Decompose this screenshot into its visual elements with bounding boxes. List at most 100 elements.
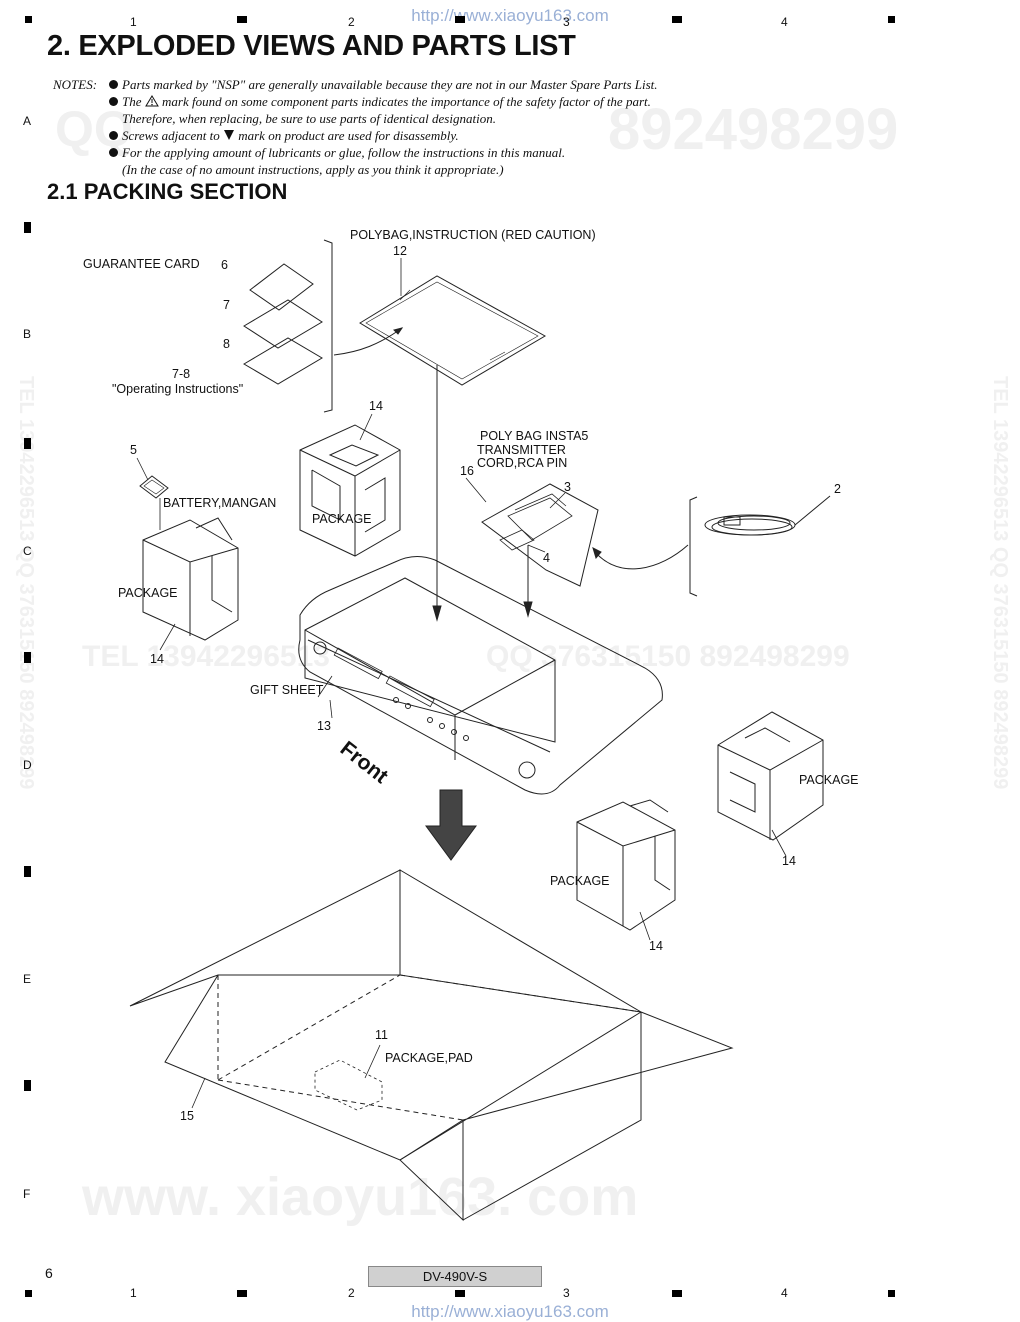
bullet-icon (109, 80, 118, 89)
bracket (689, 496, 698, 597)
label-part-14: 14 (649, 939, 663, 953)
column-number: 3 (563, 1286, 570, 1300)
column-number: 1 (130, 15, 137, 29)
label-package: PACKAGE (799, 773, 859, 787)
label-guarantee-card: GUARANTEE CARD (83, 257, 200, 271)
note-text: mark on product are used for disassembly… (238, 128, 459, 143)
registration-mark (25, 1290, 32, 1297)
label-part-14: 14 (150, 652, 164, 666)
row-letter: E (23, 972, 32, 986)
row-letter: B (23, 327, 32, 341)
model-badge: DV-490V-S (368, 1266, 542, 1287)
note-line: (In the case of no amount instructions, … (109, 161, 504, 178)
poly-bag-transmitter (481, 483, 599, 587)
footer-url[interactable]: http://www.xiaoyu163.com (411, 1302, 609, 1321)
notes-label: NOTES: (53, 77, 98, 92)
bracket (323, 239, 333, 413)
foam-package-mid (576, 799, 676, 931)
column-number: 4 (781, 1286, 788, 1300)
registration-mark (455, 16, 465, 23)
note-text: For the applying amount of lubricants or… (122, 145, 566, 160)
note-line: Screws adjacent to mark on product are u… (109, 127, 459, 144)
column-number: 2 (348, 1286, 355, 1300)
label-gift-sheet: GIFT SHEET (250, 683, 324, 697)
row-letter: F (23, 1187, 31, 1201)
note-line: The mark found on some component parts i… (109, 93, 651, 110)
battery (139, 475, 169, 499)
note-line: Therefore, when replacing, be sure to us… (109, 110, 496, 127)
row-letter: A (23, 114, 32, 128)
registration-mark (672, 1290, 682, 1297)
curved-arrow (594, 544, 689, 570)
note-text: Parts marked by "NSP" are generally unav… (122, 77, 658, 92)
watermark-qq: QQ (55, 101, 133, 157)
bullet-icon (109, 97, 118, 106)
label-part-12: 12 (393, 244, 407, 258)
polybag (359, 275, 547, 386)
label-package: PACKAGE (550, 874, 610, 888)
page-title: 2. EXPLODED VIEWS AND PARTS LIST (47, 30, 576, 62)
foam-package-left (142, 517, 239, 641)
registration-mark (237, 16, 247, 23)
warning-triangle-icon (144, 94, 159, 107)
manual-sheets (243, 263, 323, 385)
note-text: (In the case of no amount instructions, … (122, 162, 504, 177)
label-package-pad: PACKAGE,PAD (385, 1051, 473, 1065)
label-part-13: 13 (317, 719, 331, 733)
registration-mark (455, 1290, 465, 1297)
dvd-player (298, 556, 663, 795)
rca-cord (704, 495, 831, 536)
note-text: Therefore, when replacing, be sure to us… (122, 111, 496, 126)
column-number: 1 (130, 1286, 137, 1300)
row-mark (24, 866, 31, 877)
row-letter: C (23, 544, 32, 558)
label-polybag-instruction: POLYBAG,INSTRUCTION (RED CAUTION) (350, 228, 596, 242)
registration-mark (237, 1290, 247, 1297)
label-part-7-8: 7-8 (172, 367, 191, 381)
triangle-down-icon (223, 128, 235, 140)
note-text: The (122, 94, 142, 109)
label-part-15: 15 (180, 1109, 194, 1123)
label-poly-bag-insta5: POLY BAG INSTA5 (480, 429, 589, 443)
note-line: For the applying amount of lubricants or… (109, 144, 565, 161)
note-line: Parts marked by "NSP" are generally unav… (109, 76, 658, 93)
section-title: 2.1 PACKING SECTION (47, 179, 288, 204)
foam-package-right (717, 711, 824, 841)
note-text: mark found on some component parts indic… (162, 94, 651, 109)
column-number: 4 (781, 15, 788, 29)
column-number: 2 (348, 15, 355, 29)
label-part-14: 14 (782, 854, 796, 868)
bullet-icon (109, 148, 118, 157)
carton-box (129, 869, 734, 1222)
row-mark (24, 438, 31, 449)
registration-mark (888, 1290, 895, 1297)
notes: NOTES: Parts marked by "NSP" are general… (53, 76, 813, 178)
watermark-qq-number: 892498299 (608, 97, 899, 162)
page-number: 6 (45, 1265, 53, 1281)
bullet-icon (109, 131, 118, 140)
curved-arrow (333, 327, 403, 356)
watermark-site: www. xiaoyu163. com (82, 1167, 639, 1227)
label-part-8: 8 (223, 337, 230, 351)
label-cord-rca: CORD,RCA PIN (477, 456, 568, 470)
label-part-4: 4 (543, 551, 550, 565)
label-part-5: 5 (130, 443, 137, 457)
label-part-3: 3 (564, 480, 571, 494)
label-part-6: 6 (221, 258, 228, 272)
label-part-2: 2 (834, 482, 841, 496)
label-operating-instructions: "Operating Instructions" (112, 382, 244, 396)
note-text: Screws adjacent to (122, 128, 220, 143)
registration-mark (888, 16, 895, 23)
label-package: PACKAGE (312, 512, 372, 526)
registration-mark (672, 16, 682, 23)
watermark-side-right: TEL 13942296513 QQ 376315150 892498299 (989, 376, 1011, 790)
registration-mark (25, 16, 32, 23)
watermark-tel: TEL 13942296513 (82, 640, 330, 673)
label-part-14: 14 (369, 399, 383, 413)
label-part-7: 7 (223, 298, 230, 312)
label-part-16: 16 (460, 464, 474, 478)
row-mark (24, 652, 31, 663)
watermark-side-left: TEL 13942296513 QQ 376315150 892498299 (15, 376, 37, 790)
row-mark (24, 1080, 31, 1091)
label-part-11: 11 (375, 1028, 388, 1042)
